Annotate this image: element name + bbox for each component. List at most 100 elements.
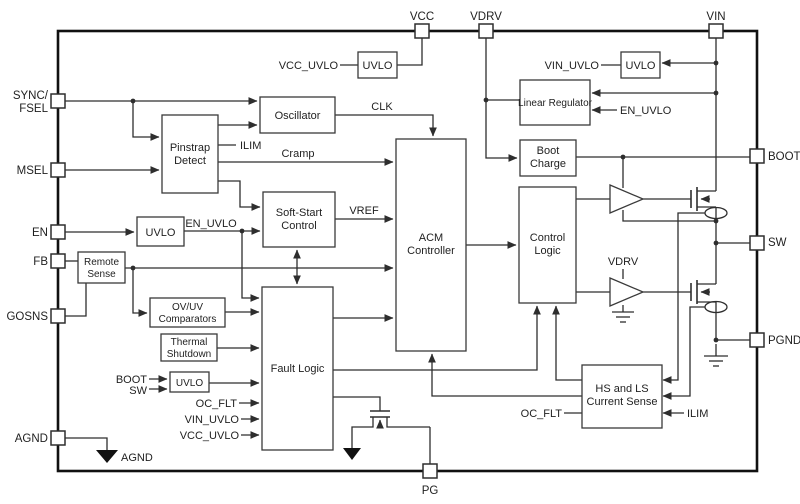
ls-mosfet-icon	[690, 280, 728, 314]
pin-vin	[708, 23, 724, 39]
net-label-ilim-cs: ILIM	[687, 408, 708, 420]
boot-charge-label-2: Charge	[530, 158, 566, 170]
net-label-vcc-uvlo: VCC_UVLO	[279, 60, 339, 72]
linear-regulator-block: Linear Regulator	[518, 79, 593, 126]
pin-pg	[422, 463, 438, 479]
current-sense-label-2: Current Sense	[587, 396, 658, 408]
thermal-shutdown-block: Thermal Shutdown	[160, 333, 218, 362]
pin-label-sync-1: SYNC/	[13, 90, 49, 102]
oscillator-block: Oscillator	[259, 96, 336, 134]
pin-label-vin: VIN	[706, 11, 725, 23]
pin-boot	[749, 148, 765, 164]
net-label-cramp: Cramp	[281, 148, 314, 160]
net-label-vin-uvlo: VIN_UVLO	[545, 60, 600, 72]
acm-label-1: ACM	[419, 232, 443, 244]
ls-driver-icon	[609, 277, 645, 307]
net-label-boot-sense: BOOT	[116, 374, 147, 386]
pin-vdrv	[478, 23, 494, 39]
pin-label-gosns: GOSNS	[6, 311, 48, 323]
pinstrap-label-2: Detect	[174, 155, 206, 167]
fault-logic-block: Fault Logic	[261, 286, 334, 451]
junction-dots	[130, 60, 719, 343]
net-label-agnd: AGND	[121, 452, 153, 464]
pin-gosns	[50, 308, 66, 324]
net-label-en-uvlo-reg: EN_UVLO	[620, 105, 672, 117]
pin-label-boot: BOOT	[768, 151, 800, 163]
thermal-label-1: Thermal	[171, 337, 208, 348]
soft-start-block: Soft-Start Control	[262, 191, 336, 248]
uvlo-bootsw-block: UVLO	[169, 371, 210, 393]
remote-sense-label-1: Remote	[84, 257, 119, 268]
pinstrap-detect-block: Pinstrap Detect	[161, 114, 219, 194]
pin-label-vcc: VCC	[410, 11, 434, 23]
acm-controller-block: ACM Controller	[395, 138, 467, 352]
ovuv-comparators-block: OV/UV Comparators	[149, 297, 226, 328]
uvlo-vin-block: UVLO	[620, 51, 661, 79]
pin-sync-fsel	[50, 93, 66, 109]
current-sense-block: HS and LS Current Sense	[581, 364, 663, 429]
net-label-ilim-pinstrap: ILIM	[240, 140, 261, 152]
pin-label-sw: SW	[768, 237, 787, 249]
net-label-sw-sense: SW	[129, 385, 147, 397]
boot-charge-label-1: Boot	[537, 145, 560, 157]
pin-en	[50, 224, 66, 240]
net-label-vdrv-driver: VDRV	[608, 256, 639, 268]
uvlo-vcc-block: UVLO	[357, 51, 398, 79]
remote-sense-label-2: Sense	[87, 269, 116, 280]
acm-label-2: Controller	[407, 245, 455, 257]
pg-ground-icon	[343, 448, 361, 460]
pin-sw	[749, 235, 765, 251]
linear-regulator-label: Linear Regulator	[518, 98, 593, 109]
net-label-oc-flt-cs: OC_FLT	[521, 408, 563, 420]
uvlo-en-block: UVLO	[136, 216, 185, 247]
net-label-vin-uvlo-fault: VIN_UVLO	[185, 414, 240, 426]
pin-vcc	[414, 23, 430, 39]
net-label-oc-flt-fault: OC_FLT	[196, 398, 238, 410]
ovuv-label-2: Comparators	[159, 314, 217, 325]
control-logic-label-1: Control	[530, 232, 565, 244]
fault-logic-label: Fault Logic	[271, 363, 325, 375]
net-label-clk: CLK	[371, 101, 393, 113]
pin-label-pg: PG	[422, 485, 439, 497]
soft-start-label-1: Soft-Start	[276, 207, 322, 219]
soft-start-label-2: Control	[281, 220, 316, 232]
chip-boundary	[56, 29, 759, 473]
ovuv-label-1: OV/UV	[172, 302, 203, 313]
uvlo-bootsw-label: UVLO	[176, 378, 203, 389]
net-label-vcc-uvlo-fault: VCC_UVLO	[180, 430, 240, 442]
pin-label-fb: FB	[33, 256, 48, 268]
hs-current-sense-loop-icon	[704, 206, 728, 220]
hs-mosfet-icon	[690, 187, 728, 220]
boot-charge-block: Boot Charge	[519, 139, 577, 177]
pin-agnd	[50, 430, 66, 446]
control-logic-block: Control Logic	[518, 186, 577, 304]
thermal-label-2: Shutdown	[167, 349, 211, 360]
pin-label-vdrv: VDRV	[470, 11, 502, 23]
net-label-en-uvlo: EN_UVLO	[185, 218, 237, 230]
pin-label-msel: MSEL	[17, 165, 49, 177]
pin-pgnd	[749, 332, 765, 348]
uvlo-en-label: UVLO	[146, 227, 176, 239]
pin-msel	[50, 162, 66, 178]
uvlo-vin-label: UVLO	[626, 60, 656, 72]
ls-current-sense-loop-icon	[704, 300, 728, 314]
pin-label-agnd: AGND	[15, 433, 48, 445]
pg-mosfet-icon	[351, 410, 430, 448]
agnd-ground-icon	[96, 450, 118, 463]
uvlo-vcc-label: UVLO	[363, 60, 393, 72]
net-label-vref: VREF	[349, 205, 379, 217]
pin-fb	[50, 253, 66, 269]
control-logic-label-2: Logic	[534, 245, 561, 257]
hs-driver-icon	[609, 184, 645, 214]
pin-label-pgnd: PGND	[768, 335, 800, 347]
oscillator-label: Oscillator	[275, 110, 321, 122]
ls-driver-ground-icon	[612, 305, 634, 323]
pin-squares	[50, 23, 765, 479]
pinstrap-label-1: Pinstrap	[170, 142, 210, 154]
remote-sense-block: Remote Sense	[77, 251, 126, 284]
current-sense-label-1: HS and LS	[595, 383, 648, 395]
pgnd-ground-icon	[704, 344, 728, 367]
pin-label-en: EN	[32, 227, 48, 239]
